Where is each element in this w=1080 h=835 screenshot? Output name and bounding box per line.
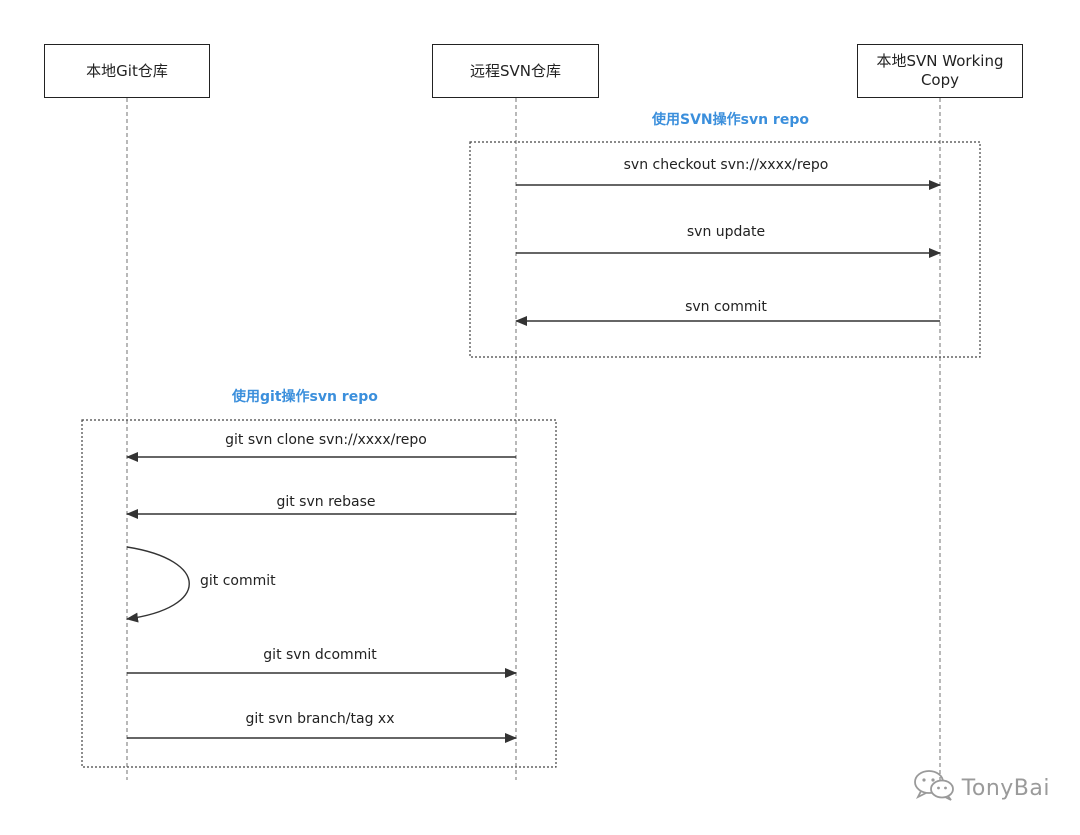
group-title-svn-ops: 使用SVN操作svn repo — [652, 112, 809, 128]
actor-git-local: 本地Git仓库 — [44, 44, 210, 98]
label-git-svn-rebase: git svn rebase — [276, 494, 376, 510]
arrow-git-commit-self — [126, 546, 190, 623]
actor-svn-remote-label: 远程SVN仓库 — [469, 61, 561, 80]
label-svn-update: svn update — [686, 224, 766, 240]
label-git-svn-dcommit: git svn dcommit — [263, 647, 377, 663]
actor-git-local-label: 本地Git仓库 — [86, 61, 168, 80]
group-frame-git-ops — [81, 419, 557, 768]
label-svn-commit: svn commit — [685, 299, 767, 315]
group-frame-svn-ops — [469, 141, 981, 358]
label-svn-checkout: svn checkout svn://xxxx/repo — [623, 157, 829, 173]
wechat-icon — [912, 769, 956, 807]
label-git-commit: git commit — [200, 573, 276, 589]
actor-svn-remote: 远程SVN仓库 — [432, 44, 599, 98]
label-git-svn-clone: git svn clone svn://xxxx/repo — [225, 432, 427, 448]
watermark-text: TonyBai — [961, 775, 1050, 801]
label-git-svn-branch: git svn branch/tag xx — [245, 711, 395, 727]
watermark: TonyBai — [912, 769, 1050, 807]
actor-svn-wc-label: 本地SVN Working Copy — [876, 52, 1004, 89]
group-title-git-ops: 使用git操作svn repo — [232, 389, 378, 405]
actor-svn-wc: 本地SVN Working Copy — [857, 44, 1023, 98]
